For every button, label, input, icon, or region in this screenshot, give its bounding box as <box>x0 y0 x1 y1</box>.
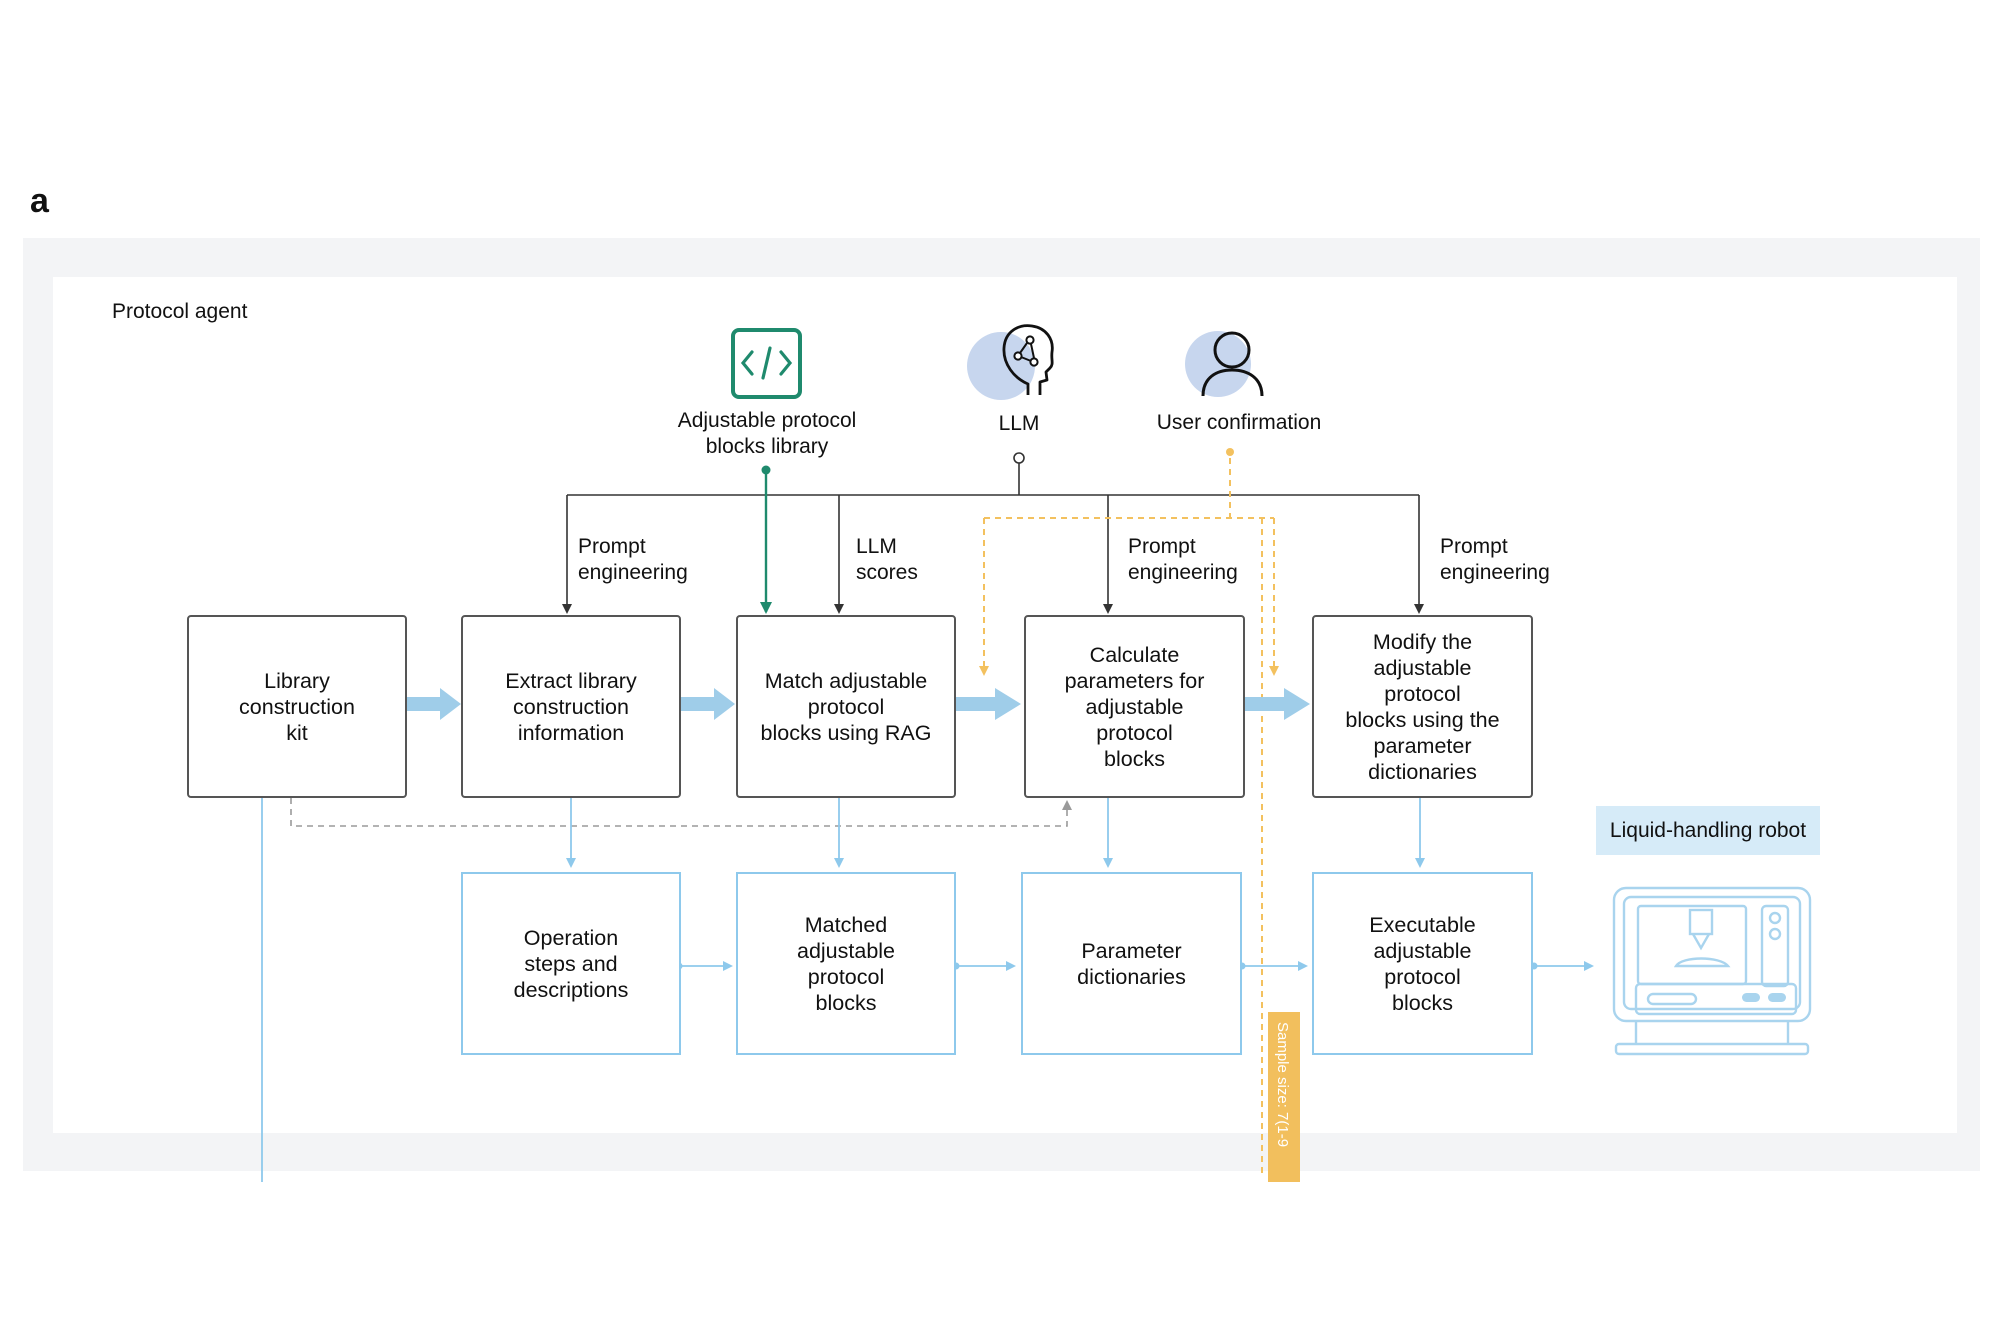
sample-size-text: Sample size: 7(1-9 <box>1274 1022 1291 1148</box>
step-modify-blocks: Modify the adjustable protocol blocks us… <box>1312 615 1533 798</box>
robot-label: Liquid-handling robot <box>1596 806 1820 855</box>
user-confirmation-connector <box>979 448 1279 1178</box>
edge-label-prompt-engineering-3: Prompt engineering <box>1440 535 1550 584</box>
edge-label-prompt-engineering-2: Prompt engineering <box>1128 535 1238 584</box>
user-confirmation-label: User confirmation <box>1156 411 1322 434</box>
panel-letter: a <box>30 182 49 220</box>
llm-label: LLM <box>998 412 1040 435</box>
user-icon <box>1185 331 1264 397</box>
library-connector <box>760 465 772 614</box>
output-operation-steps: Operation steps and descriptions <box>461 872 681 1055</box>
main-flow-arrows <box>407 688 1310 720</box>
step-match-blocks-rag: Match adjustable protocol blocks using R… <box>736 615 956 798</box>
edge-label-llm-scores: LLM scores <box>856 535 918 584</box>
liquid-handling-robot-icon <box>1612 886 1812 1056</box>
section-title: Protocol agent <box>112 300 248 323</box>
output-executable-blocks: Executable adjustable protocol blocks <box>1312 872 1533 1055</box>
code-brackets-icon <box>731 328 802 399</box>
output-parameter-dictionaries: Parameter dictionaries <box>1021 872 1242 1055</box>
edge-label-prompt-engineering-1: Prompt engineering <box>578 535 688 584</box>
brain-network-head-icon <box>967 324 1054 400</box>
step-calculate-parameters: Calculate parameters for adjustable prot… <box>1024 615 1245 798</box>
step-extract-information: Extract library construction information <box>461 615 681 798</box>
feedback-loop <box>290 798 1072 827</box>
step-library-construction-kit: Library construction kit <box>187 615 407 798</box>
output-matched-blocks: Matched adjustable protocol blocks <box>736 872 956 1055</box>
library-label: Adjustable protocol blocks library <box>677 409 857 458</box>
sample-size-tag: Sample size: 7(1-9 <box>1268 1012 1300 1182</box>
llm-bus <box>562 452 1424 614</box>
